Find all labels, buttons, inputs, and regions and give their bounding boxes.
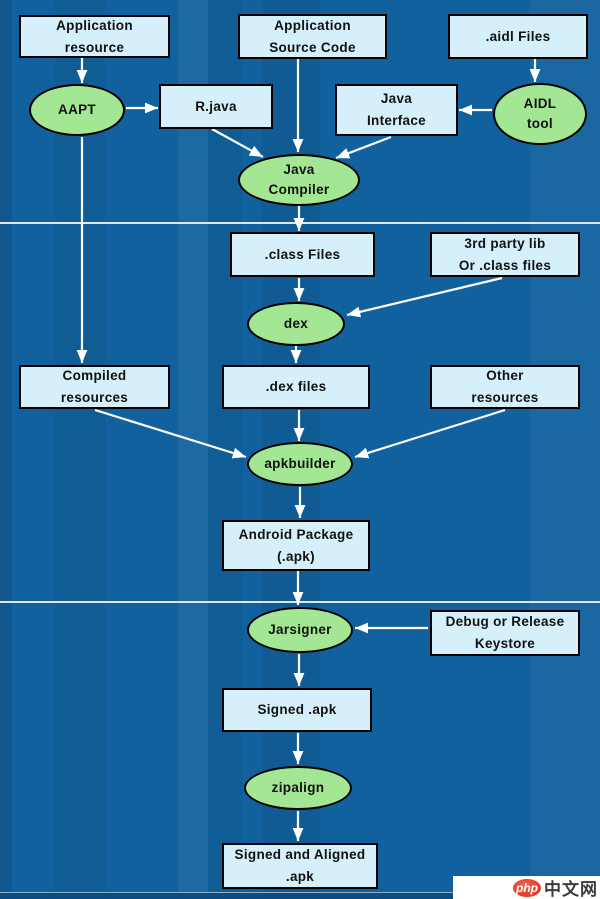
node-aapt-tool: AAPT (29, 84, 125, 136)
node-zipalign-tool: zipalign (244, 766, 352, 810)
section-divider-bottom (0, 601, 600, 603)
node-label: Signed .apk (257, 702, 337, 717)
node-label: Interface (367, 113, 426, 128)
node-label: AAPT (58, 102, 96, 117)
node-label: resource (64, 39, 125, 55)
node-label: Other (486, 368, 524, 383)
node-label: Compiler (268, 182, 330, 197)
node-label: Application (56, 17, 133, 33)
node-label: Application (274, 17, 351, 33)
node-label: Java (380, 91, 413, 106)
node-label: 3rd party lib (464, 235, 546, 251)
section-divider-top (0, 222, 600, 224)
background-stripe (178, 0, 208, 899)
node-aidl-tool: AIDL tool (493, 83, 587, 145)
node-java-compiler: Java Compiler (238, 154, 360, 206)
node-signed-and-aligned-apk: Signed and Aligned .apk (222, 843, 378, 889)
node-signed-apk: Signed .apk (222, 688, 372, 732)
node-label: Android Package (238, 526, 354, 542)
node-label: zipalign (271, 780, 325, 795)
node-label: Signed and Aligned (234, 847, 366, 862)
node-label: dex (283, 316, 309, 331)
node-class-files: .class Files (230, 232, 375, 277)
node-other-resources: Other resources (430, 365, 580, 409)
node-label: tool (527, 116, 553, 131)
watermark-text: 中文网 (544, 880, 598, 899)
node-application-source-code: Application Source Code (238, 14, 387, 59)
node-aidl-files: .aidl Files (448, 14, 588, 59)
bottom-accent-bar (0, 892, 453, 899)
node-jarsigner-tool: Jarsigner (247, 607, 353, 653)
node-label: R.java (195, 98, 237, 114)
node-label: .class Files (264, 246, 341, 262)
node-label: AIDL (523, 96, 557, 111)
node-label: Or .class files (458, 257, 552, 273)
node-label: .apk (285, 869, 315, 884)
node-apkbuilder-tool: apkbuilder (247, 442, 353, 486)
watermark-area: php 中文网 (453, 876, 600, 899)
node-label: .aidl Files (485, 28, 551, 44)
node-rjava: R.java (159, 84, 273, 129)
node-label: Debug or Release (445, 614, 565, 629)
node-third-party-lib: 3rd party lib Or .class files (430, 232, 580, 277)
node-label: Source Code (269, 39, 356, 55)
node-label: apkbuilder (264, 456, 336, 471)
node-debug-or-release-keystore: Debug or Release Keystore (430, 610, 580, 656)
node-label: (.apk) (277, 548, 315, 564)
node-label: .dex files (265, 379, 327, 394)
php-logo-icon: php (513, 878, 541, 897)
node-label: resources (471, 390, 539, 405)
node-label: Compiled (62, 368, 127, 383)
node-compiled-resources: Compiled resources (19, 365, 170, 409)
node-java-interface: Java Interface (335, 84, 458, 136)
background-stripe (208, 0, 242, 899)
node-dex-tool: dex (247, 302, 345, 346)
node-label: resources (60, 390, 129, 405)
node-label: Keystore (474, 636, 536, 651)
node-dex-files: .dex files (222, 365, 370, 409)
background-stripe (0, 0, 12, 899)
node-label: Java (283, 162, 315, 177)
node-android-package-apk: Android Package (.apk) (222, 520, 370, 571)
node-label: Jarsigner (268, 622, 332, 637)
node-application-resource: Application resource (19, 15, 170, 58)
